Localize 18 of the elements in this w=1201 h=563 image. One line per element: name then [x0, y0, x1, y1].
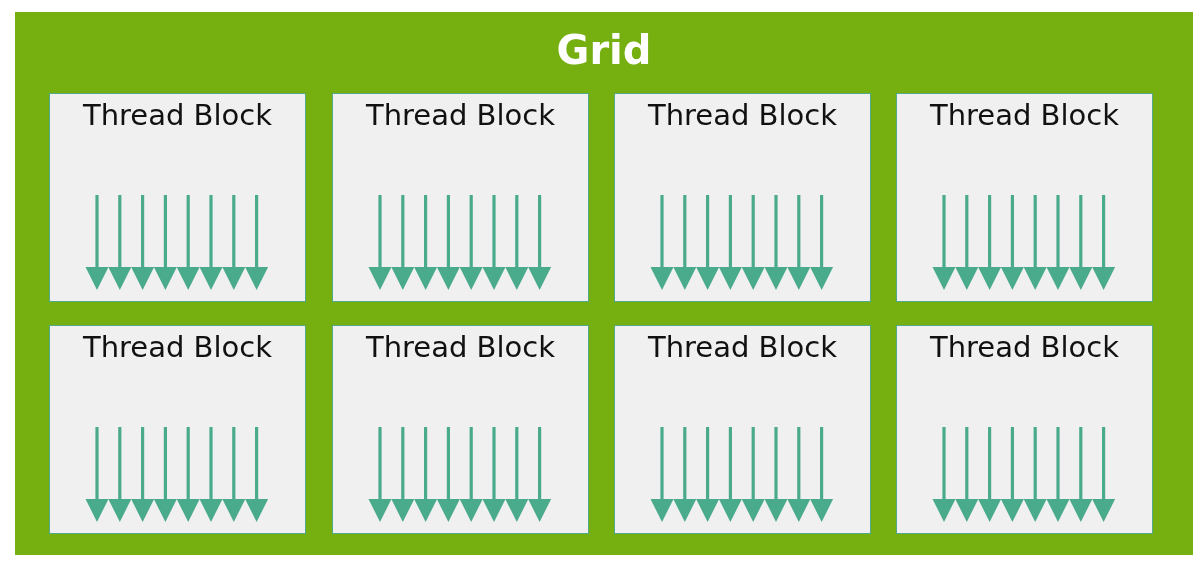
block-title: Thread Block — [646, 331, 839, 365]
thread-block-box — [332, 93, 589, 302]
thread-block-box — [896, 325, 1153, 534]
block-title: Thread Block — [364, 331, 557, 365]
block-title: Thread Block — [81, 99, 274, 133]
block-title: Thread Block — [928, 99, 1121, 133]
grid-panel — [15, 12, 1193, 555]
block-title: Thread Block — [646, 99, 839, 133]
block-title: Thread Block — [928, 331, 1121, 365]
thread-block-box — [614, 93, 871, 302]
grid-title: Grid — [555, 28, 653, 72]
block-title: Thread Block — [81, 331, 274, 365]
thread-block-box — [614, 325, 871, 534]
thread-block-box — [49, 325, 306, 534]
block-title: Thread Block — [364, 99, 557, 133]
thread-block-box — [896, 93, 1153, 302]
thread-block-box — [332, 325, 589, 534]
thread-block-box — [49, 93, 306, 302]
